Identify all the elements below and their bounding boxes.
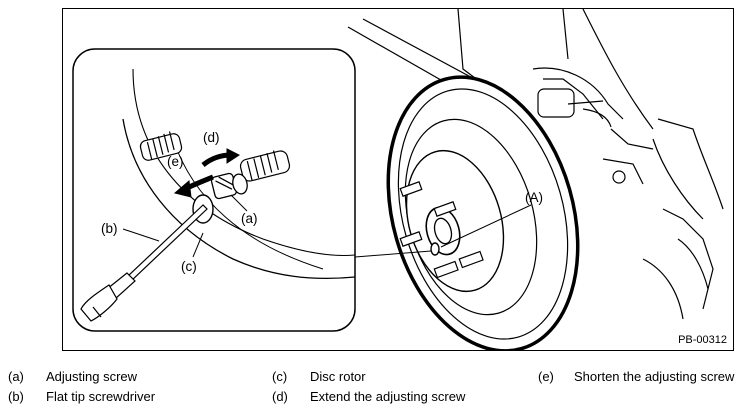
flat-tip-screwdriver (80, 204, 208, 322)
spring-left (139, 131, 183, 161)
legend-key-b: (b) (8, 389, 24, 404)
wheel-studs (399, 181, 484, 279)
legend-key-c: (c) (272, 369, 288, 384)
disc-rotor-large (386, 75, 580, 350)
strut-background (347, 9, 724, 320)
callout-e: (e) (167, 154, 184, 169)
callout-d: (d) (203, 130, 220, 145)
leader-A (440, 204, 532, 248)
leader-b (122, 228, 160, 242)
legend-key-a: (a) (8, 369, 24, 384)
adjusting-screw (210, 172, 248, 200)
legend-key-e: (e) (538, 369, 554, 384)
legend-text-b: Flat tip screwdriver (46, 389, 156, 404)
callout-A: (A) (525, 190, 543, 205)
figure-id: PB-00312 (678, 334, 727, 346)
leader-c (192, 232, 204, 258)
brake-diagram: (A) (72, 9, 724, 350)
inset-connector (354, 250, 432, 258)
legend-text-c: Disc rotor (310, 369, 366, 384)
legend-text-a: Adjusting screw (46, 369, 138, 384)
legend-key-d: (d) (272, 389, 288, 404)
inset-rotor-arc (122, 118, 355, 280)
adjusting-hole (430, 242, 440, 256)
callout-c: (c) (181, 259, 197, 274)
spring-right (239, 150, 291, 182)
legend-text-e: Shorten the adjusting screw (574, 369, 735, 384)
callout-b: (b) (101, 221, 118, 236)
diagram-frame: (A) (62, 8, 734, 351)
leader-a (230, 194, 248, 212)
legend-text-d: Extend the adjusting screw (310, 389, 466, 404)
callout-a: (a) (241, 211, 258, 226)
